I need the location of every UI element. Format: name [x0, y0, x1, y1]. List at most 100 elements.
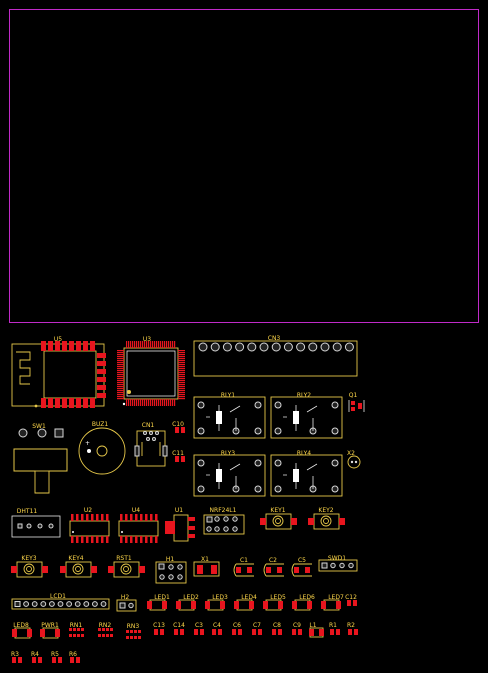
label-r2: R2	[347, 622, 355, 629]
component-c13[interactable]: C13	[153, 622, 165, 635]
label-c5: C5	[298, 557, 306, 564]
component-buz1[interactable]: + BUZ1	[78, 421, 126, 475]
component-c8[interactable]: C8	[272, 622, 282, 635]
component-h1[interactable]: H1	[155, 556, 187, 584]
component-rn1[interactable]: RN1	[69, 622, 84, 637]
component-swd1[interactable]: SWD1	[318, 555, 358, 572]
label-r5: R5	[51, 651, 59, 658]
component-r2[interactable]: R2	[347, 622, 358, 635]
component-l1[interactable]: L1	[309, 622, 324, 638]
component-key2[interactable]: KEY2	[308, 507, 345, 530]
label-h1: H1	[166, 556, 175, 563]
label-led5: LED5	[270, 594, 286, 601]
label-key4: KEY4	[68, 555, 83, 562]
component-rly1[interactable]: RLY1	[193, 392, 266, 439]
label-key1: KEY1	[270, 507, 285, 514]
component-q1[interactable]: Q1	[348, 392, 365, 412]
component-u4[interactable]: U4	[118, 507, 159, 543]
component-nrf24l1[interactable]: NRF24L1	[203, 507, 245, 535]
component-cn1[interactable]: CN1	[134, 422, 168, 467]
component-led4[interactable]: LED4	[234, 594, 257, 611]
label-led3: LED3	[212, 594, 228, 601]
label-cn1: CN1	[142, 422, 155, 429]
component-led8[interactable]: LED8	[12, 622, 32, 639]
label-c12: C12	[345, 594, 357, 601]
component-c4[interactable]: C4	[212, 622, 222, 635]
component-rn2[interactable]: RN2	[98, 622, 113, 637]
component-led6[interactable]: LED6	[292, 594, 315, 611]
component-rly2[interactable]: RLY2	[270, 392, 343, 439]
component-r3[interactable]: R3	[11, 651, 22, 663]
component-led5[interactable]: LED5	[263, 594, 286, 611]
label-r1: R1	[329, 622, 337, 629]
component-r4[interactable]: R4	[31, 651, 42, 663]
component-c1[interactable]: C1	[233, 557, 254, 577]
component-h2[interactable]: H2	[116, 594, 137, 612]
label-u5: U5	[54, 336, 62, 343]
label-led7: LED7	[328, 594, 344, 601]
component-c9[interactable]: C9	[292, 622, 302, 635]
component-c3[interactable]: C3	[194, 622, 204, 635]
label-l1: L1	[309, 622, 316, 629]
label-u4: U4	[132, 507, 140, 514]
component-r5[interactable]: R5	[51, 651, 62, 663]
label-nrf24l1: NRF24L1	[210, 507, 237, 514]
label-rly1: RLY1	[221, 392, 235, 399]
component-pwr1[interactable]: PWR1	[40, 622, 60, 639]
component-x2[interactable]: X2	[347, 450, 361, 469]
label-c6: C6	[233, 622, 241, 629]
label-u1: U1	[175, 507, 183, 514]
label-led1: LED1	[154, 594, 170, 601]
component-c7[interactable]: C7	[252, 622, 262, 635]
component-led3[interactable]: LED3	[205, 594, 228, 611]
label-rn1: RN1	[70, 622, 83, 629]
label-buz1: BUZ1	[92, 421, 109, 428]
label-c7: C7	[253, 622, 261, 629]
label-c14: C14	[173, 622, 185, 629]
svg-text:+: +	[85, 440, 90, 447]
label-key3: KEY3	[21, 555, 36, 562]
component-c12[interactable]: C12	[345, 594, 357, 606]
board-outline	[9, 9, 479, 323]
component-key4[interactable]: KEY4	[60, 555, 97, 578]
component-key1[interactable]: KEY1	[260, 507, 297, 530]
component-u3[interactable]: U3	[117, 336, 185, 406]
component-c5[interactable]: C5	[291, 557, 312, 577]
component-led1[interactable]: LED1	[147, 594, 170, 611]
component-cn3[interactable]: CN3	[193, 335, 358, 377]
label-rn2: RN2	[99, 622, 112, 629]
label-led4: LED4	[241, 594, 257, 601]
component-u1[interactable]: U1	[165, 507, 195, 542]
component-rn3[interactable]: RN3	[126, 623, 141, 639]
component-r1[interactable]: R1	[329, 622, 340, 635]
label-c9: C9	[293, 622, 301, 629]
label-c11: C11	[172, 450, 184, 457]
component-lcd1[interactable]: LCD1	[11, 593, 110, 610]
component-rly4[interactable]: RLY4	[270, 450, 343, 497]
component-rly3[interactable]: RLY3	[193, 450, 266, 497]
label-c13: C13	[153, 622, 165, 629]
component-x1[interactable]: X1	[193, 556, 220, 577]
component-u2[interactable]: U2	[69, 507, 110, 543]
component-c11[interactable]: C11	[172, 450, 185, 462]
component-rst1[interactable]: RST1	[108, 555, 145, 578]
component-c6[interactable]: C6	[232, 622, 242, 635]
component-r6[interactable]: R6	[69, 651, 80, 663]
component-c10[interactable]: C10	[172, 421, 185, 433]
label-r4: R4	[31, 651, 39, 658]
component-led7[interactable]: LED7	[321, 594, 344, 611]
component-sw1[interactable]: SW1	[13, 423, 68, 494]
component-c2[interactable]: C2	[263, 557, 284, 577]
label-led2: LED2	[183, 594, 199, 601]
component-key3[interactable]: KEY3	[11, 555, 48, 578]
component-dht11[interactable]: DHT11	[11, 508, 61, 538]
label-rn3: RN3	[127, 623, 140, 630]
label-led8: LED8	[13, 622, 29, 629]
label-swd1: SWD1	[328, 555, 346, 562]
component-led2[interactable]: LED2	[176, 594, 199, 611]
label-c10: C10	[172, 421, 184, 428]
label-rst1: RST1	[116, 555, 132, 562]
label-pwr1: PWR1	[41, 622, 59, 629]
component-c14[interactable]: C14	[173, 622, 185, 635]
